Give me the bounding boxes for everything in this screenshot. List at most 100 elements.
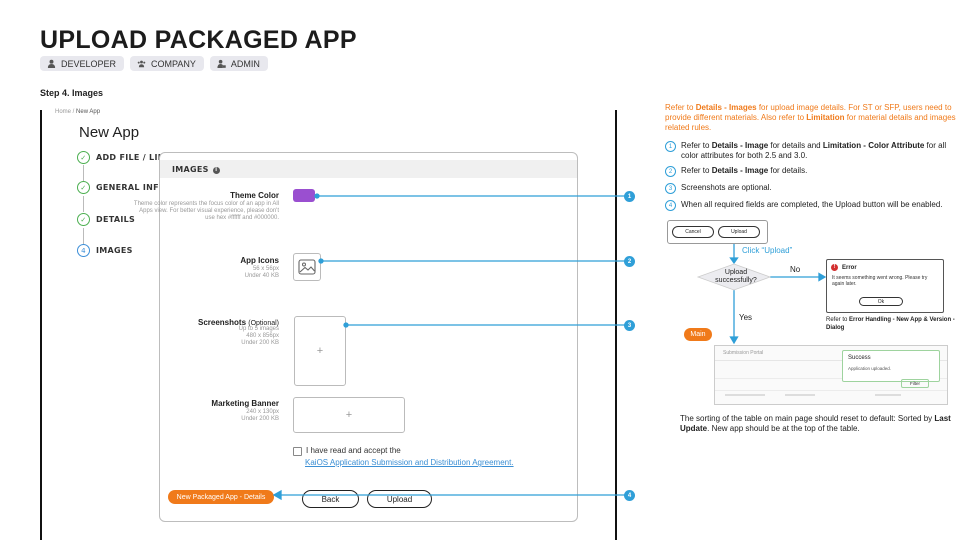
arrow-head-icon <box>818 272 827 282</box>
note-text: Refer to <box>665 103 696 112</box>
note-text: . New app should be at the top of the ta… <box>707 424 860 433</box>
note-number: 3 <box>665 183 676 194</box>
table-row <box>875 394 901 396</box>
note-text: Refer to <box>681 166 712 175</box>
wizard-connector <box>83 196 84 212</box>
role-tags: DEVELOPER COMPANY ADMIN <box>40 56 268 71</box>
arrow-head-icon <box>729 257 739 265</box>
table-row <box>725 394 765 396</box>
note-text: for upload image details. For ST or SFP,… <box>665 103 952 122</box>
wizard-step-general-info[interactable]: ✓ GENERAL INFO <box>77 181 166 194</box>
marketing-banner-upload[interactable]: + <box>293 397 405 433</box>
user-lock-icon <box>217 59 226 68</box>
optional-tag: (Optional) <box>248 320 279 327</box>
error-ok-button[interactable]: Ok <box>859 297 903 306</box>
wizard-step-label: DETAILS <box>96 215 136 224</box>
app-icon-upload[interactable] <box>293 253 321 281</box>
main-page-thumbnail: Submission Portal Success Application up… <box>714 345 948 405</box>
success-toast: Success Application uploaded. <box>842 350 940 382</box>
error-title: Error <box>842 264 857 271</box>
mock-page-title: New App <box>79 124 140 141</box>
marketing-banner-size: 240 x 130px <box>246 409 279 415</box>
callout-2: 2 <box>624 256 635 267</box>
callout-1: 1 <box>624 191 635 202</box>
note-text: for details. <box>768 166 808 175</box>
divider <box>715 390 947 391</box>
image-icon <box>298 259 316 275</box>
note-text: for details and <box>768 141 823 150</box>
users-icon <box>137 60 146 68</box>
callout-3: 3 <box>624 320 635 331</box>
wizard-connector <box>83 165 84 181</box>
note-link: Details - Images <box>695 103 757 112</box>
images-card <box>159 152 578 522</box>
agreement-link[interactable]: KaiOS Application Submission and Distrib… <box>305 458 514 467</box>
role-tag-company: COMPANY <box>130 56 204 71</box>
intro-note: Refer to Details - Images for upload ima… <box>665 103 965 133</box>
app-icons-limit: Under 40 KB <box>244 273 279 279</box>
agreement-text: I have read and accept the <box>306 446 401 455</box>
error-icon: ! <box>831 264 838 271</box>
note-number: 2 <box>665 166 676 177</box>
step-heading: Step 4. Images <box>40 88 104 98</box>
screenshots-title: Screenshots <box>198 318 247 327</box>
decision-diamond <box>696 263 772 291</box>
decision-text: Upload successfully? <box>715 269 757 284</box>
note-body: Refer to Details - Image for details and… <box>681 141 965 161</box>
link-pill-details[interactable]: New Packaged App - Details <box>168 490 274 504</box>
wizard-step-label: ADD FILE / LINK <box>96 153 172 162</box>
app-icons-size: 56 x 56px <box>252 266 279 272</box>
filter-button[interactable]: Filter <box>901 379 929 388</box>
note-ref: Limitation - Color Attribute <box>822 141 925 150</box>
sorting-note: The sorting of the table on main page sh… <box>680 414 965 434</box>
note-body: Refer to Details - Image for details. <box>681 166 965 177</box>
wizard-step-add-file[interactable]: ✓ ADD FILE / LINK <box>77 151 171 164</box>
screenshot-upload[interactable]: + <box>294 316 346 386</box>
table-row <box>785 394 815 396</box>
theme-color-swatch[interactable] <box>293 189 315 202</box>
info-icon[interactable]: i <box>212 167 220 174</box>
wizard-step-images[interactable]: 4 IMAGES <box>77 244 133 257</box>
success-title: Success <box>848 355 871 361</box>
role-label: COMPANY <box>151 58 196 69</box>
note-ref: Details - Image <box>711 166 769 175</box>
note-body: When all required fields are completed, … <box>681 200 943 209</box>
screenshots-label: Screenshots (Optional) <box>129 318 279 327</box>
error-message: It seems something went wrong. Please tr… <box>832 275 928 287</box>
note-link: Limitation <box>806 113 845 122</box>
mini-cancel-button[interactable]: Cancel <box>672 226 714 238</box>
arrow-head-icon <box>272 489 282 501</box>
success-message: Application uploaded. <box>848 366 892 371</box>
screenshots-limit: Under 200 KB <box>241 340 279 346</box>
agreement-checkbox[interactable] <box>293 447 302 456</box>
no-label: No <box>790 265 801 274</box>
mini-upload-button[interactable]: Upload <box>718 226 760 238</box>
screenshots-count: Up to 5 images <box>238 326 279 332</box>
wizard-step-details[interactable]: ✓ DETAILS <box>77 213 135 226</box>
click-upload-label: Click “Upload” <box>742 246 793 255</box>
error-reference: Refer to Error Handling - New App & Vers… <box>826 316 956 332</box>
note-text: for material details and images related … <box>665 113 956 132</box>
note-item-2: 2 Refer to Details - Image for details. <box>665 166 965 177</box>
note-item-3: 3 Screenshots are optional. <box>665 183 965 194</box>
arrow-head-icon <box>729 336 739 345</box>
breadcrumb: Home / New App <box>55 109 100 115</box>
wizard-connector <box>83 228 84 244</box>
ref-link: Error Handling - New App & Version - Dia… <box>826 317 955 331</box>
portal-title: Submission Portal <box>723 350 764 356</box>
yes-label: Yes <box>739 313 753 322</box>
connector-dot <box>318 258 324 264</box>
error-header: ! Error <box>831 264 857 271</box>
role-tag-admin: ADMIN <box>209 56 268 71</box>
breadcrumb-home[interactable]: Home <box>55 109 72 115</box>
wizard-step-label: IMAGES <box>96 246 133 255</box>
breadcrumb-separator: / <box>71 109 77 115</box>
ref-text: Refer to <box>826 317 850 323</box>
note-ref: Details - Image <box>711 141 769 150</box>
connector-dot <box>343 322 349 328</box>
breadcrumb-current: New App <box>76 109 101 115</box>
main-page-pill[interactable]: Main <box>684 328 712 341</box>
note-number: 4 <box>665 200 676 211</box>
user-icon <box>47 59 56 68</box>
